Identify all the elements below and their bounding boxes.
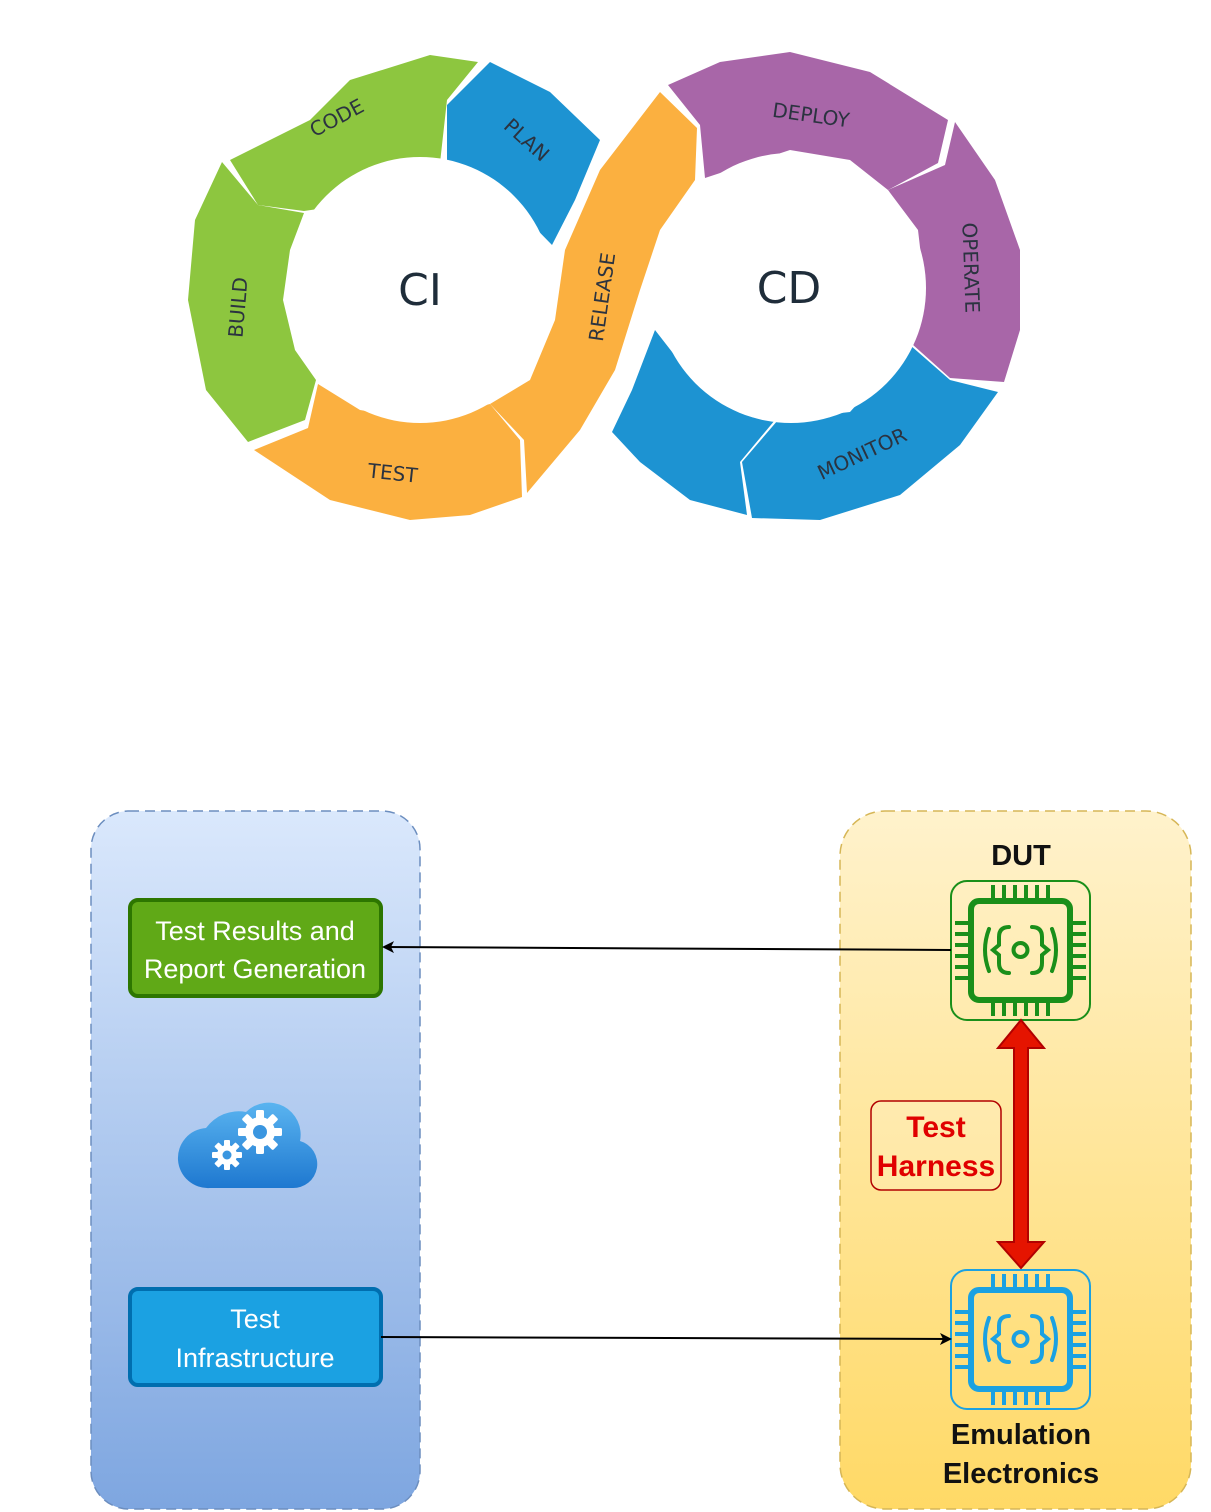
test-results-box[interactable]: Test Results and Report Generation	[128, 898, 383, 998]
segment-monitor	[742, 345, 998, 520]
dut-chip-icon[interactable]	[950, 880, 1091, 1021]
cicd-loop: CI CD CODE PLAN BUILD TEST RELEASE DEPLO…	[188, 52, 1020, 520]
stage-test-label: TEST	[366, 458, 420, 487]
test-infrastructure-box[interactable]: Test Infrastructure	[128, 1287, 383, 1387]
stage-build-label: BUILD	[223, 276, 252, 339]
segment-plan	[447, 62, 600, 245]
test-results-line1: Test Results and	[155, 916, 355, 946]
test-results-line2: Report Generation	[144, 954, 366, 984]
segment-build	[188, 162, 316, 442]
emulation-chip-icon[interactable]	[950, 1269, 1091, 1410]
cloud-gears-icon	[177, 1102, 318, 1189]
test-harness-line2: Harness	[877, 1150, 995, 1183]
test-harness-label-box[interactable]: Test Harness	[870, 1100, 1002, 1191]
segment-release	[490, 92, 697, 493]
harness-arrow	[995, 1018, 1047, 1270]
dut-to-results-arrow	[382, 941, 952, 954]
test-infrastructure-line1: Test	[230, 1304, 280, 1334]
infra-to-emulation-arrow	[380, 1332, 952, 1345]
ci-label: CI	[398, 265, 442, 316]
emulation-label-line2: Electronics	[943, 1458, 1099, 1490]
dut-label: DUT	[991, 840, 1051, 872]
segment-monitor-left	[612, 330, 775, 515]
emulation-label-line1: Emulation	[951, 1419, 1091, 1451]
segment-deploy	[668, 52, 948, 190]
test-harness-line1: Test	[906, 1111, 965, 1144]
stage-operate-label: OPERATE	[957, 222, 984, 313]
cd-label: CD	[757, 263, 822, 314]
test-infrastructure-line2: Infrastructure	[175, 1343, 334, 1373]
